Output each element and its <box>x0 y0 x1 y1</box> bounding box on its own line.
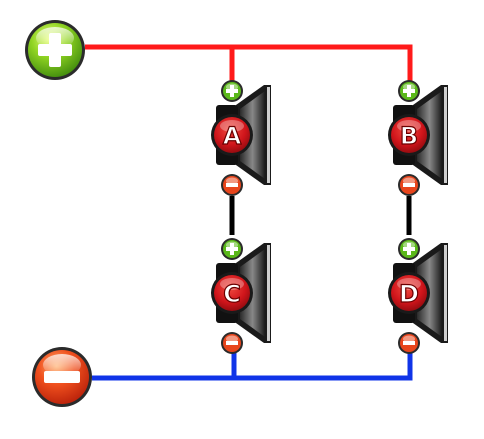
speakers: A B C D <box>211 80 448 354</box>
speaker-negative-terminal-icon <box>221 174 243 196</box>
negative-terminal-icon <box>32 347 92 407</box>
speaker-letter: D <box>399 280 419 308</box>
speaker-a: A <box>211 80 271 196</box>
speaker-badge: A <box>211 114 253 156</box>
speaker-negative-terminal-icon <box>398 332 420 354</box>
speaker-negative-terminal-icon <box>221 332 243 354</box>
speaker-negative-terminal-icon <box>398 174 420 196</box>
speaker-badge: D <box>388 272 430 314</box>
positive-wire <box>85 44 413 82</box>
speaker-d: D <box>388 238 448 354</box>
speaker-letter: B <box>400 122 418 150</box>
speaker-positive-terminal-icon <box>398 80 420 102</box>
speaker-badge: B <box>388 114 430 156</box>
negative-wire <box>92 348 413 381</box>
speaker-b: B <box>388 80 448 196</box>
speaker-letter: A <box>223 122 242 150</box>
speaker-positive-terminal-icon <box>221 80 243 102</box>
speaker-positive-terminal-icon <box>221 238 243 260</box>
speaker-letter: C <box>223 280 241 308</box>
wires <box>85 44 413 381</box>
speaker-positive-terminal-icon <box>398 238 420 260</box>
speaker-c: C <box>211 238 271 354</box>
speaker-badge: C <box>211 272 253 314</box>
positive-terminal-icon <box>25 20 85 80</box>
